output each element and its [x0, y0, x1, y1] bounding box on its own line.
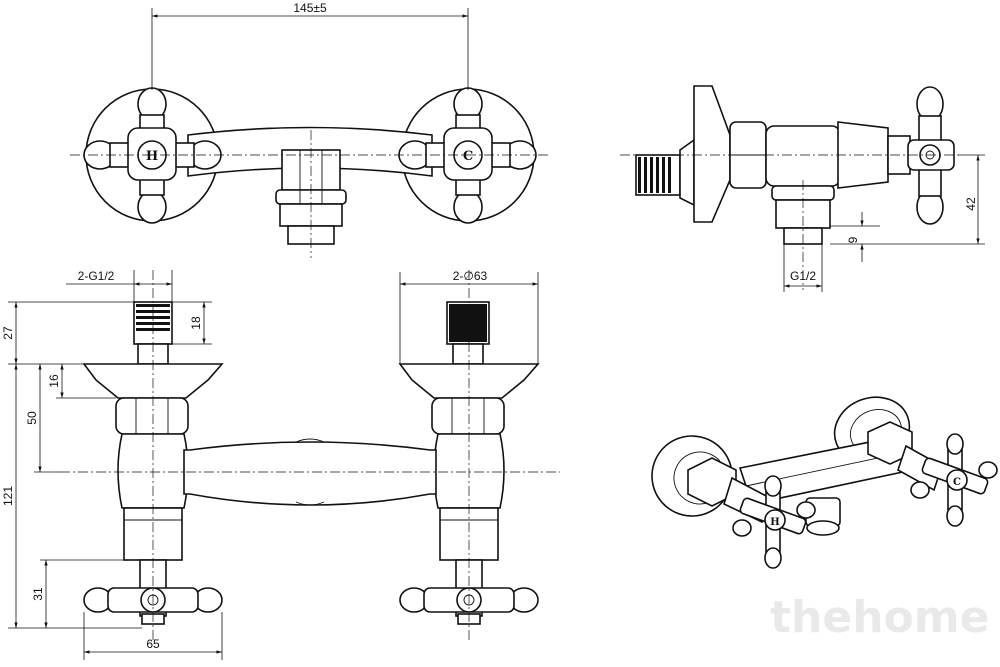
cold-mark: C — [463, 149, 473, 164]
right-front-nut — [431, 397, 505, 435]
left-front-cartridge — [123, 507, 183, 561]
dim-top-width: 145±5 — [293, 1, 327, 15]
dim-50: 50 — [25, 411, 39, 425]
top-view: H C 145±5 — [70, 1, 550, 258]
front-view: 2-G1/2 2-∅63 27 18 16 50 121 31 — [1, 269, 560, 660]
side-flange — [693, 85, 731, 223]
watermark: thehome — [770, 592, 990, 643]
dim-121: 121 — [1, 486, 15, 506]
dim-inlet-thread: 2-G1/2 — [78, 269, 115, 283]
front-connecting-body — [183, 441, 437, 506]
dim-side-thread: G1/2 — [790, 269, 816, 283]
side-view: 42 9 G1/2 — [620, 85, 985, 292]
dim-65: 65 — [146, 637, 160, 651]
dim-31: 31 — [31, 587, 45, 601]
isometric-view: H C — [651, 396, 998, 569]
side-body — [765, 125, 841, 187]
dim-flange-diameter: 2-∅63 — [453, 269, 488, 283]
iso-cold-mark: C — [953, 477, 961, 488]
dim-side-42: 42 — [964, 197, 978, 211]
dim-side-9: 9 — [846, 236, 860, 243]
dim-27: 27 — [1, 326, 15, 340]
right-front-cartridge — [439, 507, 499, 561]
iso-hot-mark: H — [770, 517, 779, 528]
hot-mark: H — [146, 149, 158, 164]
dim-18: 18 — [189, 316, 203, 330]
dim-16: 16 — [47, 374, 61, 388]
left-front-nut — [115, 397, 189, 435]
